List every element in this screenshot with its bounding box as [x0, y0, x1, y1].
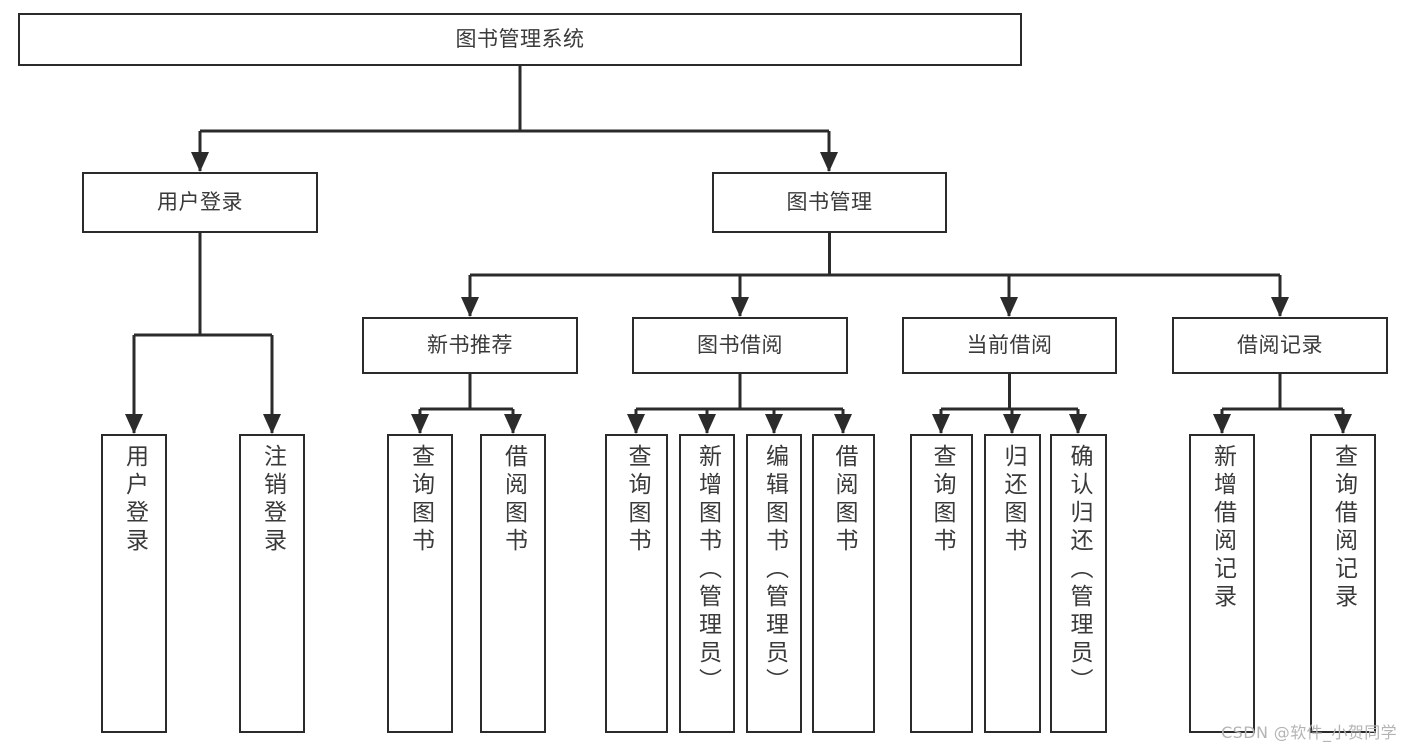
- node-book-borrow[interactable]: 图书借阅: [632, 317, 848, 374]
- node-leaf-borrow-book-1[interactable]: 借阅图书: [480, 434, 546, 733]
- node-new-book-recommend[interactable]: 新书推荐: [362, 317, 578, 374]
- node-label: 图书管理: [786, 190, 873, 215]
- node-leaf-query-book-1[interactable]: 查询图书: [387, 434, 453, 733]
- node-label: 借阅记录: [1237, 333, 1323, 358]
- node-label: 查询借阅记录: [1330, 444, 1357, 612]
- node-leaf-borrow-book-2[interactable]: 借阅图书: [812, 434, 875, 733]
- node-borrow-record[interactable]: 借阅记录: [1172, 317, 1388, 374]
- node-current-borrow[interactable]: 当前借阅: [902, 317, 1117, 374]
- node-leaf-return-book[interactable]: 归还图书: [984, 434, 1041, 733]
- node-leaf-user-login[interactable]: 用户登录: [101, 434, 167, 733]
- node-leaf-add-borrow-record[interactable]: 新增借阅记录: [1189, 434, 1255, 733]
- node-label: 查询图书: [929, 444, 955, 556]
- node-leaf-query-book-2[interactable]: 查询图书: [605, 434, 668, 733]
- node-label: 用户登录: [157, 190, 243, 215]
- node-label: 图书借阅: [697, 333, 783, 358]
- node-leaf-query-book-3[interactable]: 查询图书: [910, 434, 973, 733]
- node-label: 查询图书: [624, 444, 650, 556]
- node-label: 新增借阅记录: [1209, 444, 1236, 612]
- node-label: 图书管理系统: [455, 27, 585, 52]
- node-leaf-edit-book-admin[interactable]: 编辑图书（管理员）: [746, 434, 802, 733]
- node-leaf-logout[interactable]: 注销登录: [239, 434, 305, 733]
- node-label: 借阅图书: [831, 444, 857, 556]
- node-label: 用户登录: [121, 444, 148, 556]
- node-label: 借阅图书: [500, 444, 527, 556]
- node-label: 编辑图书（管理员）: [761, 444, 788, 696]
- node-root-book-management-system[interactable]: 图书管理系统: [18, 13, 1022, 66]
- node-label: 注销登录: [259, 444, 286, 556]
- node-user-login[interactable]: 用户登录: [82, 172, 318, 233]
- node-label: 新书推荐: [427, 333, 513, 358]
- node-label: 当前借阅: [966, 333, 1053, 358]
- node-label: 查询图书: [407, 444, 434, 556]
- node-label: 归还图书: [1000, 444, 1026, 556]
- node-leaf-add-book-admin[interactable]: 新增图书（管理员）: [679, 434, 735, 733]
- node-book-management[interactable]: 图书管理: [712, 172, 947, 233]
- node-leaf-query-borrow-record[interactable]: 查询借阅记录: [1310, 434, 1376, 733]
- watermark: CSDN @软件_小贺同学: [1221, 723, 1397, 742]
- node-label: 确认归还（管理员）: [1066, 444, 1092, 696]
- node-leaf-confirm-return-admin[interactable]: 确认归还（管理员）: [1050, 434, 1107, 733]
- node-label: 新增图书（管理员）: [694, 444, 721, 696]
